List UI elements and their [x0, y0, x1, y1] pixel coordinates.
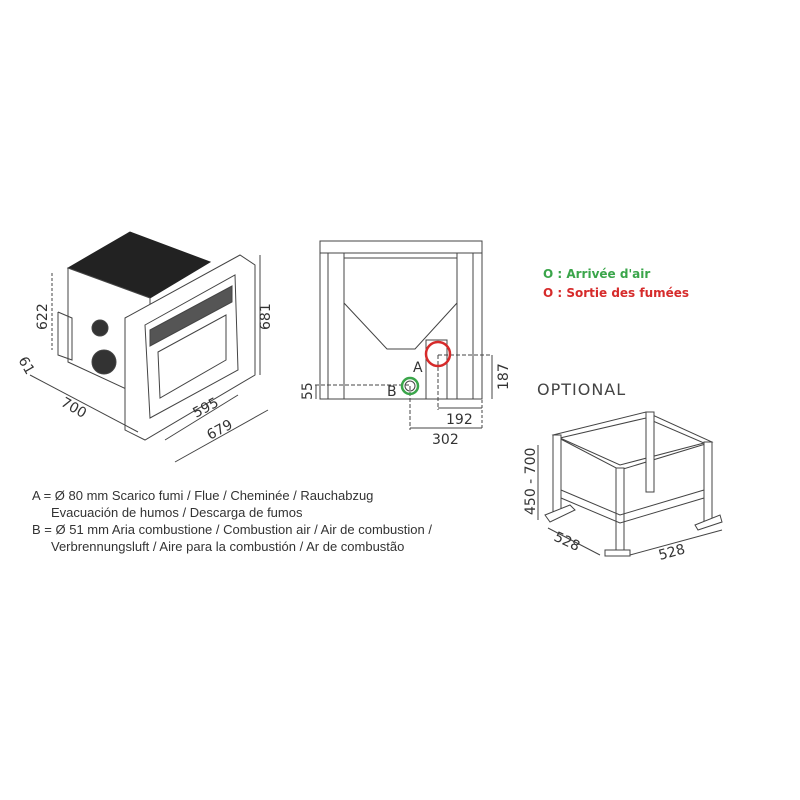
dim-stand-depth: 528	[551, 529, 582, 555]
dim-55: 55	[300, 382, 316, 400]
dim-679: 679	[204, 417, 235, 444]
legend-air-inlet: O : Arrivée d'air	[543, 267, 651, 281]
dim-622: 622	[35, 303, 51, 330]
dim-187: 187	[496, 363, 512, 390]
flue-outlet-marker	[424, 340, 452, 368]
dim-stand-width: 528	[657, 541, 687, 563]
stove-rear-view	[315, 240, 493, 430]
note-b-cont: Verbrennungsluft / Aire para la combusti…	[51, 539, 405, 554]
optional-stand-drawing	[537, 411, 723, 557]
stove-grille-front	[149, 285, 233, 347]
note-b: B = Ø 51 mm Aria combustione / Combustio…	[32, 522, 432, 537]
dim-700: 700	[58, 395, 89, 422]
connection-notes: A = Ø 80 mm Scarico fumi / Flue / Chemin…	[32, 487, 432, 555]
dim-61: 61	[15, 354, 38, 377]
optional-title: OPTIONAL	[537, 380, 627, 399]
label-a: A	[413, 360, 423, 376]
stove-isometric-view	[29, 231, 269, 463]
label-b: B	[387, 384, 397, 400]
flue-fitting	[91, 319, 109, 337]
dim-192: 192	[446, 412, 473, 428]
dim-stand-height: 450 - 700	[523, 448, 539, 515]
legend-flue-outlet: O : Sortie des fumées	[543, 286, 690, 300]
note-a: A = Ø 80 mm Scarico fumi / Flue / Chemin…	[32, 488, 374, 503]
air-inlet-marker	[400, 376, 420, 396]
dim-302: 302	[432, 432, 459, 448]
stove-glass-door	[157, 314, 227, 399]
note-a-cont: Evacuación de humos / Descarga de fumos	[51, 505, 303, 520]
dim-681: 681	[258, 303, 274, 330]
air-fan	[91, 349, 117, 375]
